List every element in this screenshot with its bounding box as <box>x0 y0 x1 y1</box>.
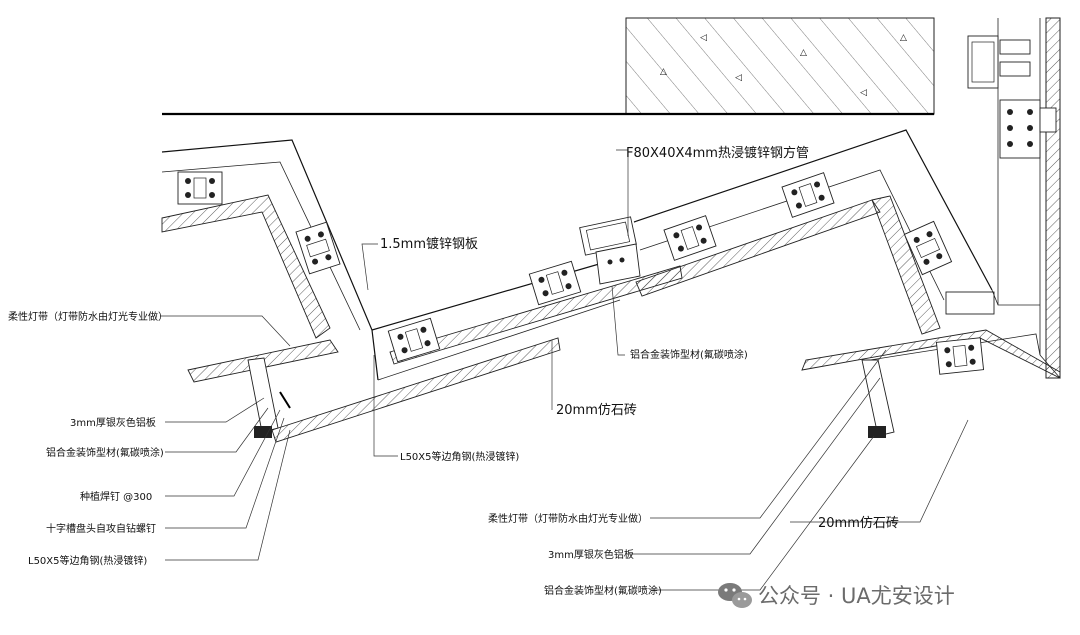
label-led-strip-left: 柔性灯带（灯带防水由灯光专业做） <box>8 310 168 323</box>
svg-text:◁: ◁ <box>700 33 707 43</box>
svg-text:△: △ <box>800 48 807 58</box>
svg-text:◁: ◁ <box>860 88 867 98</box>
label-stud: 种植焊钉 @300 <box>80 490 152 503</box>
svg-text:△: △ <box>900 33 907 43</box>
label-alu-profile-center: 铝合金装饰型材(氟碳喷涂) <box>630 348 748 361</box>
label-square-tube: F80X40X4mm热浸镀锌钢方管 <box>626 145 809 161</box>
lower-left-profile <box>247 357 291 438</box>
wechat-icon <box>718 583 752 608</box>
svg-text:◁: ◁ <box>735 73 742 83</box>
label-alu-panel-left: 3mm厚银灰色铝板 <box>70 416 156 429</box>
watermark-text: 公众号 · UA尤安设计 <box>758 584 955 608</box>
concrete-wall-top: △ ◁ △ ◁ △ ◁ <box>625 17 935 115</box>
right-frame <box>633 129 1040 335</box>
label-stone-center: 20mm仿石砖 <box>556 403 637 418</box>
square-tube <box>579 216 641 285</box>
leader-lines <box>160 149 969 591</box>
svg-text:△: △ <box>660 67 667 77</box>
column-brackets <box>967 35 1057 159</box>
label-angle-left: L50X5等边角钢(热浸镀锌) <box>28 554 147 567</box>
label-stone-right: 20mm仿石砖 <box>818 516 899 531</box>
label-steel-plate: 1.5mm镀锌钢板 <box>380 236 478 252</box>
left-frame <box>161 139 379 383</box>
annotations: F80X40X4mm热浸镀锌钢方管 1.5mm镀锌钢板 柔性灯带（灯带防水由灯光… <box>8 145 899 597</box>
lower-right-frame <box>801 329 1061 438</box>
watermark: 公众号 · UA尤安设计 <box>718 583 955 608</box>
label-alu-profile-right: 铝合金装饰型材(氟碳喷涂) <box>544 584 662 597</box>
label-screw: 十字槽盘头自攻自钻螺钉 <box>46 522 156 535</box>
label-alu-panel-right: 3mm厚银灰色铝板 <box>548 548 634 561</box>
center-frame <box>271 254 683 443</box>
label-angle-center: L50X5等边角钢(热浸镀锌) <box>400 450 519 463</box>
label-alu-profile-left: 铝合金装饰型材(氟碳喷涂) <box>46 446 164 459</box>
label-led-strip-right: 柔性灯带（灯带防水由灯光专业做） <box>488 512 648 525</box>
